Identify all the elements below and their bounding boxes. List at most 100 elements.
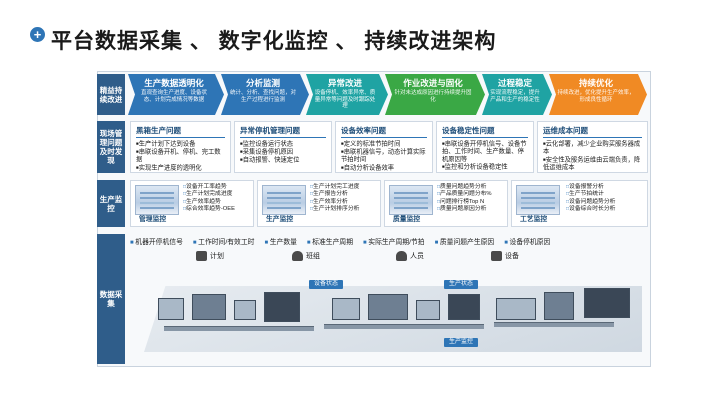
problem-title: 设备稳定性问题: [442, 125, 528, 138]
stage-arrow: 持续优化 持续改进，优化提升生产效率，形成良性循环: [549, 74, 647, 115]
row-label-improvement: 精益持续改进: [97, 74, 125, 115]
problem-box: 运维成本问题 云化部署，减少企业购买服务器成本 安全性及服务运维由云端负责，降低…: [537, 121, 648, 173]
monitor-label: 管理监控: [139, 216, 167, 223]
checkbox-icon: ■: [434, 240, 440, 246]
conveyor: [494, 322, 614, 327]
stage-arrow: 作业改进与固化 针对未达成原因进行持续提升固化: [385, 74, 485, 115]
problem-item: 自动分析设备效率: [341, 164, 427, 172]
stage-title: 分析监测: [245, 78, 280, 88]
stage-desc: 实现流程稳定，提升产品和生产的稳定性: [490, 90, 540, 103]
row-label-collection: 数据采集: [97, 234, 125, 364]
conveyor: [164, 326, 314, 331]
category-people: 人员: [396, 251, 424, 261]
calendar-icon: [196, 251, 207, 261]
row-label-monitoring: 生产监控: [97, 180, 125, 227]
machine: [264, 292, 300, 322]
machine: [448, 294, 480, 320]
problem-title: 异常停机管理问题: [240, 125, 326, 138]
problem-item: 云化部署，减少企业购买服务器成本: [543, 140, 642, 156]
monitor-label: 工艺监控: [520, 216, 548, 223]
checkbox-icon: ■: [363, 240, 369, 246]
page-header: + 平台数据采集 、 数字化监控 、 持续改进架构: [30, 26, 497, 53]
dashboard-thumbnail: [262, 185, 306, 215]
equipment-icon: [491, 251, 502, 261]
monitor-item: 问题排行榜Top N: [437, 199, 492, 206]
stage-title: 过程稳定: [497, 78, 532, 88]
checkbox-icon: ■: [306, 240, 313, 246]
zone-label: 设备状态: [309, 280, 344, 289]
machine: [496, 298, 536, 320]
row-label-problems: 现场管理问题及时发现: [97, 121, 125, 173]
stage-arrow: 生产数据透明化 直观查询生产进度、设备状态、计划完成情况等数据: [128, 74, 224, 115]
problem-item: 安全性及服务运维由云端负责，降低运维成本: [543, 156, 642, 172]
monitor-item: 设备问题趋势分析: [566, 199, 615, 206]
dashboard-thumbnail: [135, 185, 179, 215]
stage-arrow: 分析监测 统计、分析、查找问题，对生产过程进行监测: [221, 74, 309, 115]
problem-box: 异常停机管理问题 监控设备运行状态 采集设备停机原因 自动报警、快速定位: [234, 121, 332, 173]
zone-label: 生产状态: [444, 280, 479, 289]
category-label: 计划: [210, 253, 224, 260]
monitor-panel[interactable]: 设备开工率趋势 生产计划完成进度 生产效率趋势 综合效率趋势-OEE 管理监控: [130, 180, 254, 227]
stage-arrow: 异常改进 设备停机、效率异常、质量异常等问题及时跟踪处理: [306, 74, 388, 115]
problem-item: 串联机器信号，动态计算实际节拍时间: [341, 148, 427, 164]
problem-item: 实现生产进度的透明化: [136, 164, 225, 172]
conveyor: [324, 324, 484, 329]
monitor-item: 设备综合时长分析: [566, 206, 615, 213]
monitor-label: 质量监控: [393, 216, 421, 223]
monitor-item: 生产计划完成进度: [183, 191, 235, 198]
monitor-label: 生产监控: [266, 216, 294, 223]
dashboard-thumbnail: [389, 185, 433, 215]
category-equipment: 设备: [491, 251, 519, 261]
signal-item: 机器开停机信号: [135, 239, 183, 246]
monitor-item: 综合效率趋势-OEE: [183, 206, 235, 213]
stage-arrow: 过程稳定 实现流程稳定，提升产品和生产的稳定性: [482, 74, 552, 115]
zone-label: 生产监控: [444, 338, 479, 347]
page-title: 平台数据采集 、 数字化监控 、 持续改进架构: [51, 30, 497, 53]
checkbox-icon: ■: [130, 240, 136, 246]
monitor-item: 生产计划排序分析: [310, 206, 359, 213]
problem-box: 设备效率问题 定义的标准节拍时间 串联机器信号，动态计算实际节拍时间 自动分析设…: [335, 121, 433, 173]
signal-list: ■ 机器开停机信号 ■ 工作时间/有效工时 ■ 生产数量 ■ 标准生产周期 ■ …: [130, 236, 550, 246]
problem-title: 黑箱生产问题: [136, 125, 225, 138]
machine: [192, 294, 226, 320]
machine: [368, 294, 408, 320]
monitor-item: 产品质量问题分布%: [437, 191, 492, 198]
machine: [544, 292, 574, 320]
monitor-item: 生产计划完工进度: [310, 184, 359, 191]
category-plan: 计划: [196, 251, 224, 261]
stage-desc: 持续改进，优化提升生产效率，形成良性循环: [557, 90, 635, 103]
dashboard-thumbnail: [516, 185, 560, 215]
monitor-item: 生产效率分析: [310, 199, 359, 206]
problem-item: 监控设备运行状态: [240, 140, 326, 148]
monitor-panel[interactable]: 设备报警分析 生产节拍统计 设备问题趋势分析 设备综合时长分析 工艺监控: [511, 180, 648, 227]
monitor-item: 生产报告分析: [310, 191, 359, 198]
monitor-panel[interactable]: 生产计划完工进度 生产报告分析 生产效率分析 生产计划排序分析 生产监控: [257, 180, 381, 227]
signal-item: 设备停机原因: [509, 239, 551, 246]
monitor-item: 质量问题原因分析: [437, 206, 492, 213]
stage-desc: 统计、分析、查找问题，对生产过程进行监测: [229, 90, 296, 103]
signal-item: 质量问题产生原因: [439, 239, 495, 246]
problem-title: 运维成本问题: [543, 125, 642, 138]
category-team: 班组: [292, 251, 320, 261]
people-icon: [396, 251, 407, 261]
machine: [158, 298, 184, 320]
category-label: 设备: [505, 253, 519, 260]
checkbox-icon: ■: [264, 240, 270, 246]
problem-item: 串联设备开停机信号、设备节拍、工作时间、生产数量、停机原因等: [442, 140, 528, 163]
checkbox-icon: ■: [504, 240, 510, 246]
problem-box: 设备稳定性问题 串联设备开停机信号、设备节拍、工作时间、生产数量、停机原因等 监…: [436, 121, 534, 173]
monitor-item: 生产节拍统计: [566, 191, 615, 198]
problem-item: 采集设备停机原因: [240, 148, 326, 156]
category-label: 人员: [410, 253, 424, 260]
problem-title: 设备效率问题: [341, 125, 427, 138]
stage-title: 异常改进: [327, 78, 362, 88]
problem-box: 黑箱生产问题 生产计划下达到设备 串联设备开机、停机、完工数据 实现生产进度的透…: [130, 121, 231, 173]
machine: [234, 300, 256, 320]
machine: [332, 298, 360, 320]
team-icon: [292, 251, 303, 261]
stage-desc: 直观查询生产进度、设备状态、计划完成情况等数据: [140, 90, 207, 103]
stage-desc: 针对未达成原因进行持续提升固化: [394, 90, 472, 103]
monitor-panel[interactable]: 质量问题趋势分析 产品质量问题分布% 问题排行榜Top N 质量问题原因分析 质…: [384, 180, 508, 227]
problem-item: 定义的标准节拍时间: [341, 140, 427, 148]
stage-title: 生产数据透明化: [144, 78, 204, 88]
